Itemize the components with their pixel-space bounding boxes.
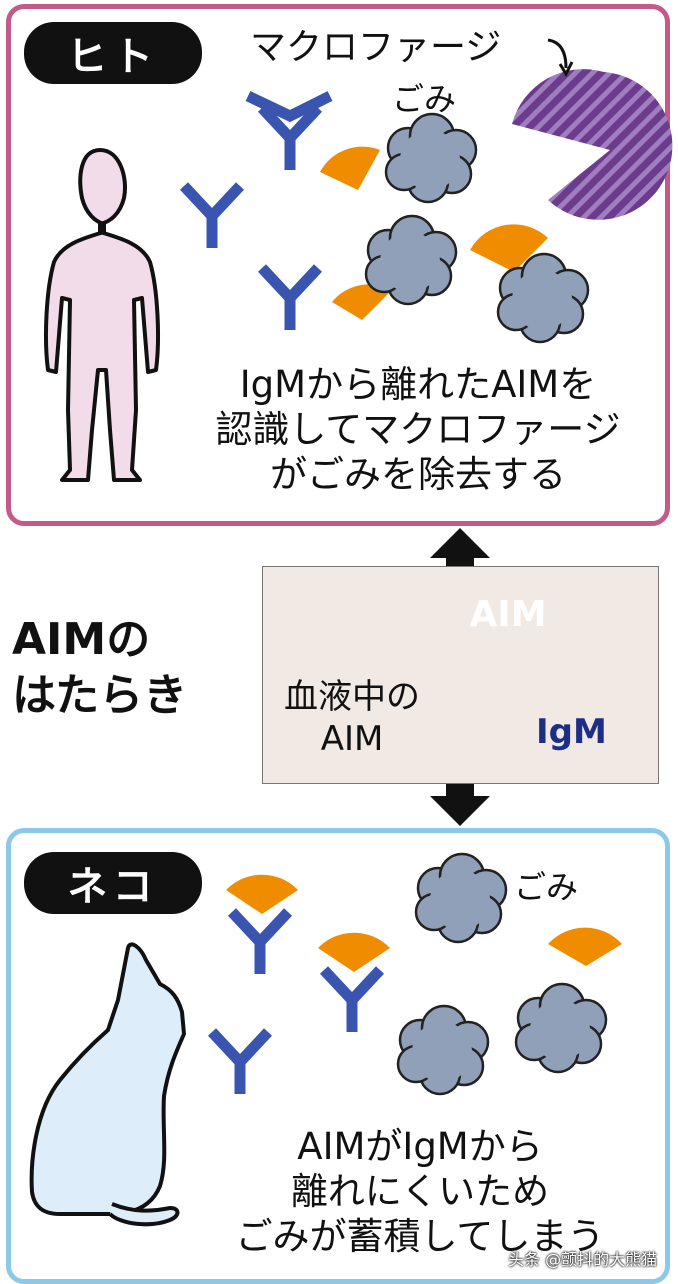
cat-caption-line-2: 離れにくいため bbox=[290, 1170, 550, 1213]
cat-caption-line-1: AIMがIgMから bbox=[297, 1125, 543, 1168]
macrophage-icon bbox=[512, 69, 673, 220]
trash-cloud-icon bbox=[384, 112, 478, 204]
trash-cloud-icon bbox=[414, 852, 508, 944]
aim-function-title-line-2: はたらき bbox=[12, 670, 188, 721]
human-caption: IgMから離れたAIMを 認識してマクロファージ がごみを除去する bbox=[196, 362, 640, 497]
human-caption-line-2: 認識してマクロファージ bbox=[215, 408, 621, 451]
antibody-icon bbox=[232, 912, 288, 974]
cat-caption: AIMがIgMから 離れにくいため ごみが蓄積してしまう bbox=[200, 1124, 640, 1259]
aim-wedge-icon bbox=[318, 932, 390, 972]
aim-wedge-icon bbox=[226, 874, 298, 914]
aim-wedge-icon bbox=[332, 284, 392, 320]
down-arrow-icon bbox=[430, 784, 490, 826]
cat-caption-line-3: ごみが蓄積してしまう bbox=[235, 1215, 605, 1258]
blood-aim-label-line-2: AIM bbox=[320, 719, 384, 759]
blood-aim-label-line-1: 血液中の bbox=[284, 677, 420, 717]
up-arrow-icon bbox=[430, 528, 490, 568]
human-figure-icon bbox=[44, 148, 160, 482]
cat-tag: ネコ bbox=[24, 852, 202, 914]
trash-label-human: ごみ bbox=[392, 80, 457, 118]
macrophage-label: マクロファージ bbox=[250, 27, 502, 68]
human-caption-line-1: IgMから離れたAIMを bbox=[239, 363, 597, 406]
human-tag: ヒト bbox=[24, 22, 202, 84]
blood-aim-box bbox=[262, 566, 659, 784]
antibody-icon bbox=[324, 970, 380, 1032]
antibody-icon bbox=[212, 1032, 268, 1094]
watermark: 头条 @颤抖的大熊猫 bbox=[508, 1250, 658, 1269]
trash-cloud-icon bbox=[396, 1004, 490, 1096]
igm-label: IgM bbox=[536, 712, 607, 752]
trash-cloud-icon bbox=[514, 982, 608, 1074]
cat-figure-icon bbox=[29, 942, 186, 1216]
aim-wedge-icon bbox=[548, 927, 622, 966]
blood-aim-label: 血液中の AIM bbox=[272, 676, 432, 760]
human-caption-line-3: がごみを除去する bbox=[270, 453, 566, 496]
aim-function-title-line-1: AIMの bbox=[12, 614, 151, 665]
trash-label-cat: ごみ bbox=[514, 868, 579, 906]
trash-cloud-icon bbox=[364, 214, 458, 306]
aim-wedge-icon bbox=[320, 146, 380, 190]
aim-wedge-label: AIM bbox=[469, 594, 547, 635]
aim-function-title: AIMの はたらき bbox=[12, 612, 252, 724]
aim-wedge-icon bbox=[470, 224, 548, 272]
antibody-icon bbox=[184, 186, 240, 248]
antibody-icon bbox=[262, 268, 318, 330]
